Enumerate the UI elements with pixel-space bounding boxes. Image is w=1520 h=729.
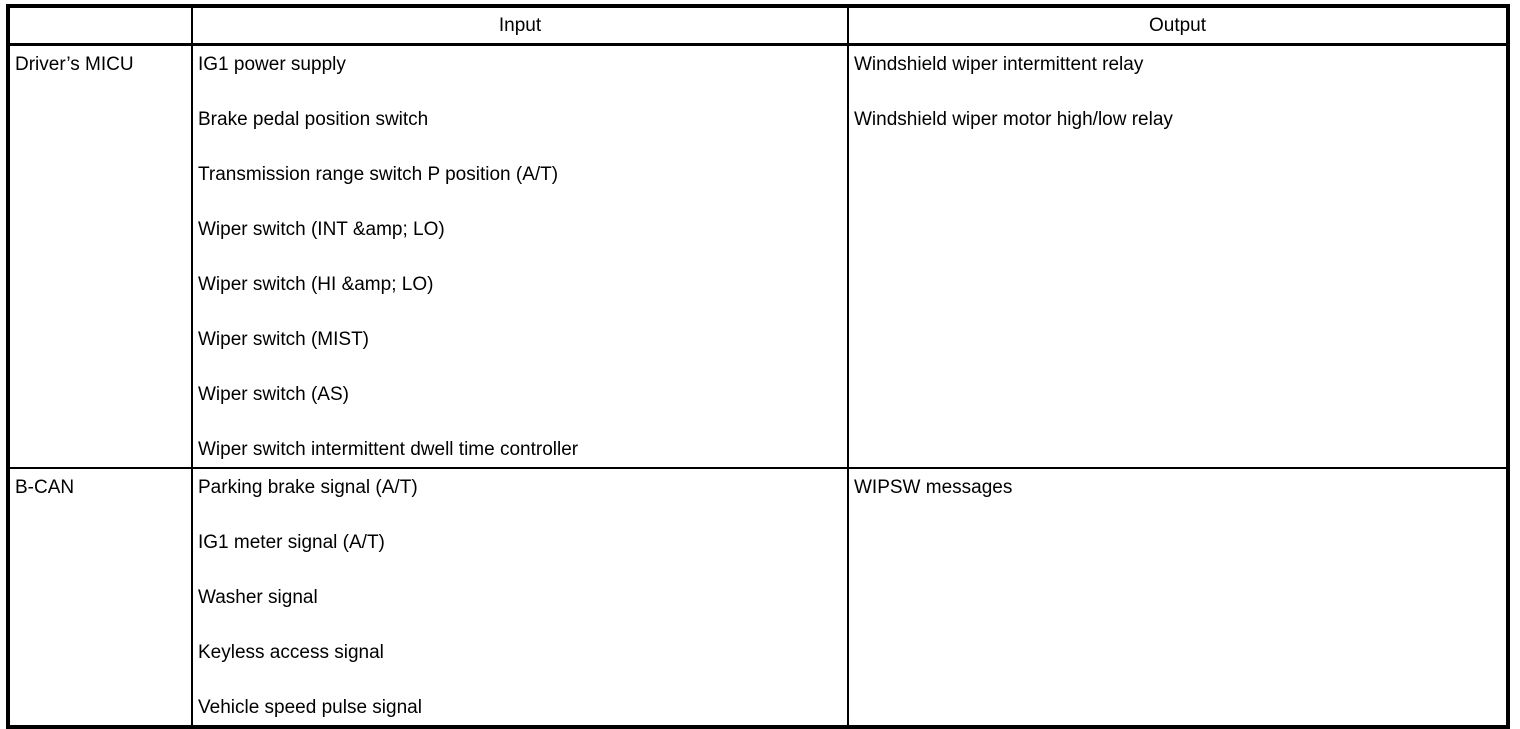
- input-line: Wiper switch (INT &amp; LO): [198, 219, 445, 240]
- input-line: Wiper switch (HI &amp; LO): [198, 274, 434, 295]
- header-input-cell: Input: [191, 5, 849, 46]
- source-label: B-CAN: [15, 477, 75, 498]
- input-line: Transmission range switch P position (A/…: [198, 164, 559, 185]
- header-source-cell: [7, 5, 193, 46]
- output-cell: WIPSW messages: [847, 467, 1509, 728]
- output-line: Windshield wiper motor high/low relay: [854, 109, 1173, 130]
- input-line: Wiper switch (MIST): [198, 329, 369, 350]
- input-output-table: Input Output Driver’s MICU IG1 power supp…: [6, 4, 1510, 729]
- source-label: Driver’s MICU: [15, 54, 134, 75]
- input-line: Vehicle speed pulse signal: [198, 697, 422, 718]
- input-line: Wiper switch intermittent dwell time con…: [198, 439, 579, 460]
- source-cell: Driver’s MICU: [7, 43, 193, 469]
- header-row: Input Output: [7, 5, 1509, 46]
- output-line: WIPSW messages: [854, 477, 1013, 498]
- header-output-cell: Output: [847, 5, 1509, 46]
- input-line: Parking brake signal (A/T): [198, 477, 418, 498]
- input-line: IG1 power supply: [198, 54, 346, 75]
- input-line: IG1 meter signal (A/T): [198, 532, 385, 553]
- input-line: Wiper switch (AS): [198, 384, 349, 405]
- input-line: Brake pedal position switch: [198, 109, 429, 130]
- input-line: Washer signal: [198, 587, 318, 608]
- input-cell: Parking brake signal (A/T) IG1 meter sign…: [191, 467, 849, 728]
- input-line: Keyless access signal: [198, 642, 384, 663]
- table-row: B-CAN Parking brake signal (A/T) IG1 meter…: [7, 467, 1509, 728]
- output-line: Windshield wiper intermittent relay: [854, 54, 1144, 75]
- source-cell: B-CAN: [7, 467, 193, 728]
